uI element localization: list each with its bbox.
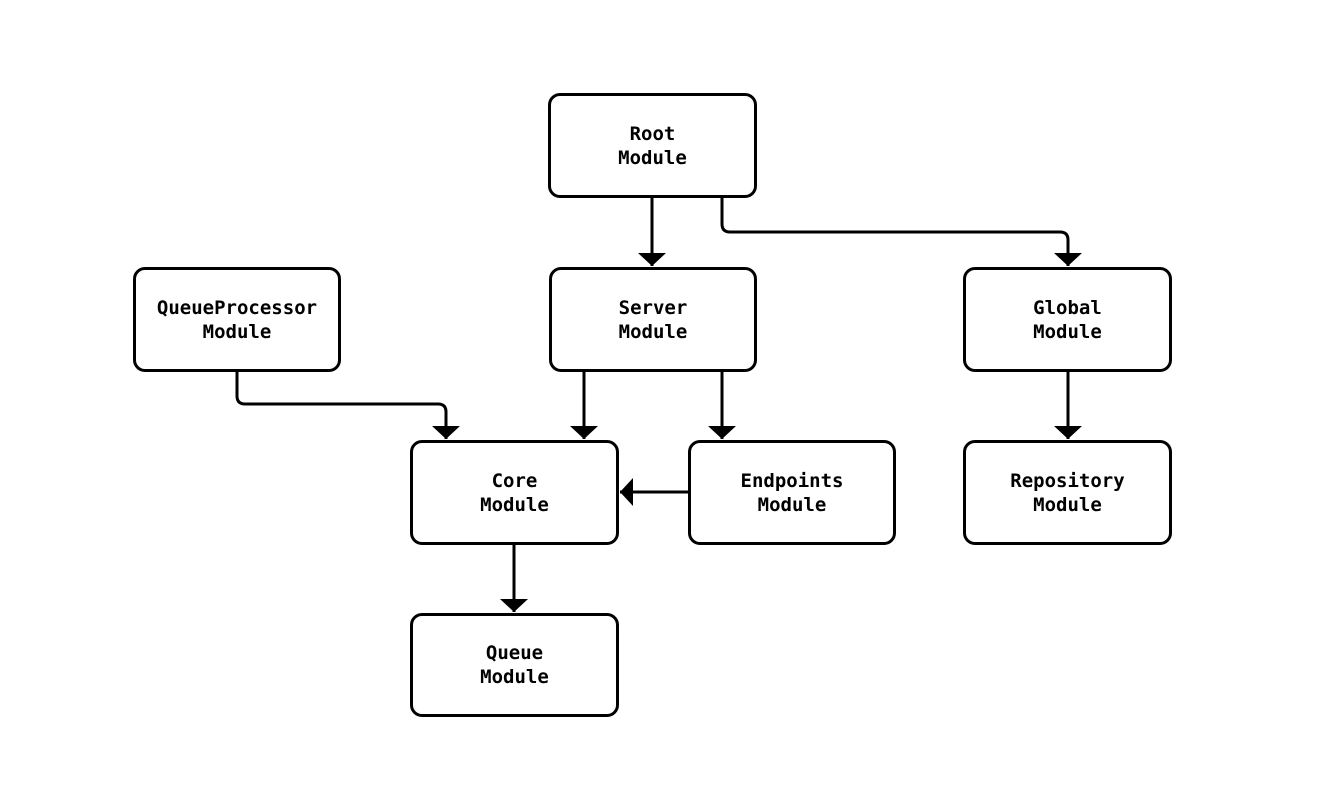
node-queueprocessor-module-label: QueueProcessor Module (156, 296, 318, 343)
node-core-module: Core Module (410, 440, 619, 545)
node-endpoints-module: Endpoints Module (688, 440, 896, 545)
node-repository-module: Repository Module (963, 440, 1172, 545)
edge-queueprocessor-to-core (235, 372, 460, 439)
node-endpoints-module-label: Endpoints Module (740, 469, 844, 516)
node-root-module-label: Root Module (618, 122, 687, 169)
node-server-module-label: Server Module (618, 296, 688, 343)
node-queueprocessor-module: QueueProcessor Module (133, 267, 341, 372)
edge-root-to-global (720, 198, 1082, 266)
node-server-module: Server Module (549, 267, 757, 372)
node-global-module-label: Global Module (1033, 296, 1102, 343)
node-queue-module-label: Queue Module (480, 642, 549, 688)
node-queue-module: Queue Module (410, 613, 619, 717)
node-global-module: Global Module (963, 267, 1172, 372)
node-repository-module-label: Repository Module (1010, 469, 1125, 516)
node-root-module: Root Module (548, 93, 757, 198)
node-core-module-label: Core Module (480, 469, 549, 516)
